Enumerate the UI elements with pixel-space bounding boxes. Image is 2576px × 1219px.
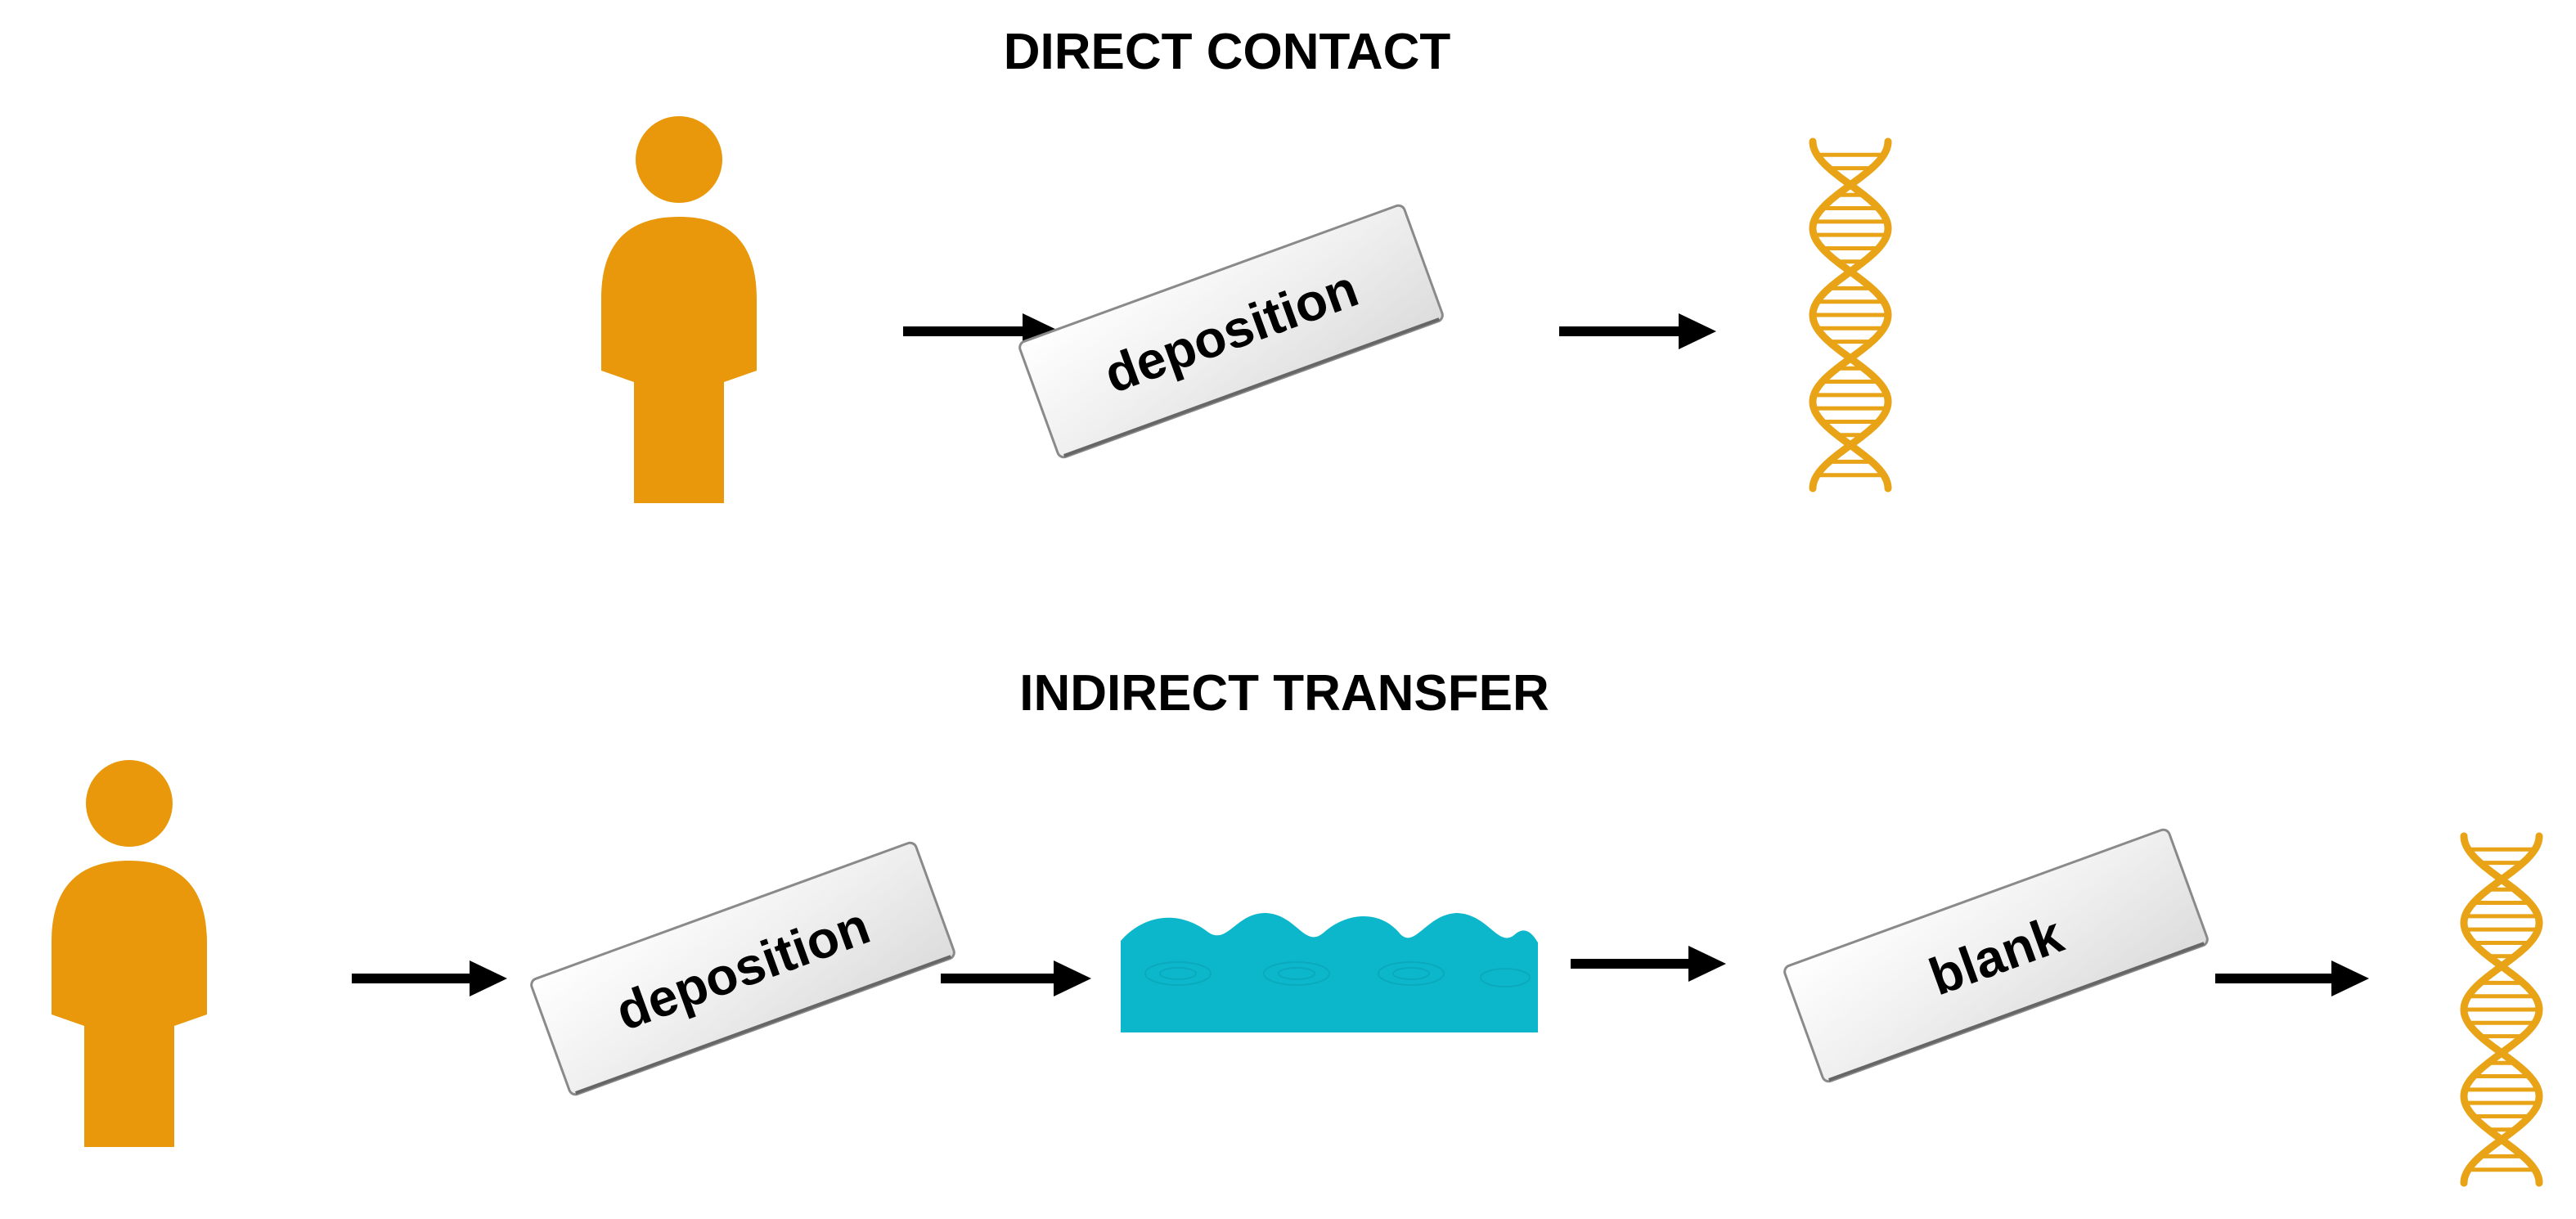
arrow-icon [352, 960, 507, 996]
dna-icon [2460, 832, 2543, 1187]
glass-slide-icon: deposition [530, 841, 955, 1096]
dna-strand [1809, 137, 1892, 493]
glass-slide-icon: deposition [1018, 204, 1444, 459]
arrow-icon [2215, 960, 2369, 996]
dna-strand [1809, 137, 1892, 493]
person-icon [52, 760, 207, 1147]
arrow-icon [941, 960, 1091, 996]
indirect-transfer-title: INDIRECT TRANSFER [1019, 665, 1549, 722]
arrow-icon [1559, 313, 1716, 349]
dna-icon [1809, 137, 1892, 493]
dna-strand [2460, 832, 2543, 1187]
glass-slide-icon: blank [1783, 828, 2209, 1083]
dna-strand [2460, 832, 2543, 1187]
direct-contact-title: DIRECT CONTACT [1003, 24, 1451, 80]
water-icon [1121, 912, 1538, 1032]
arrow-icon [1571, 946, 1726, 982]
person-icon [601, 116, 757, 503]
